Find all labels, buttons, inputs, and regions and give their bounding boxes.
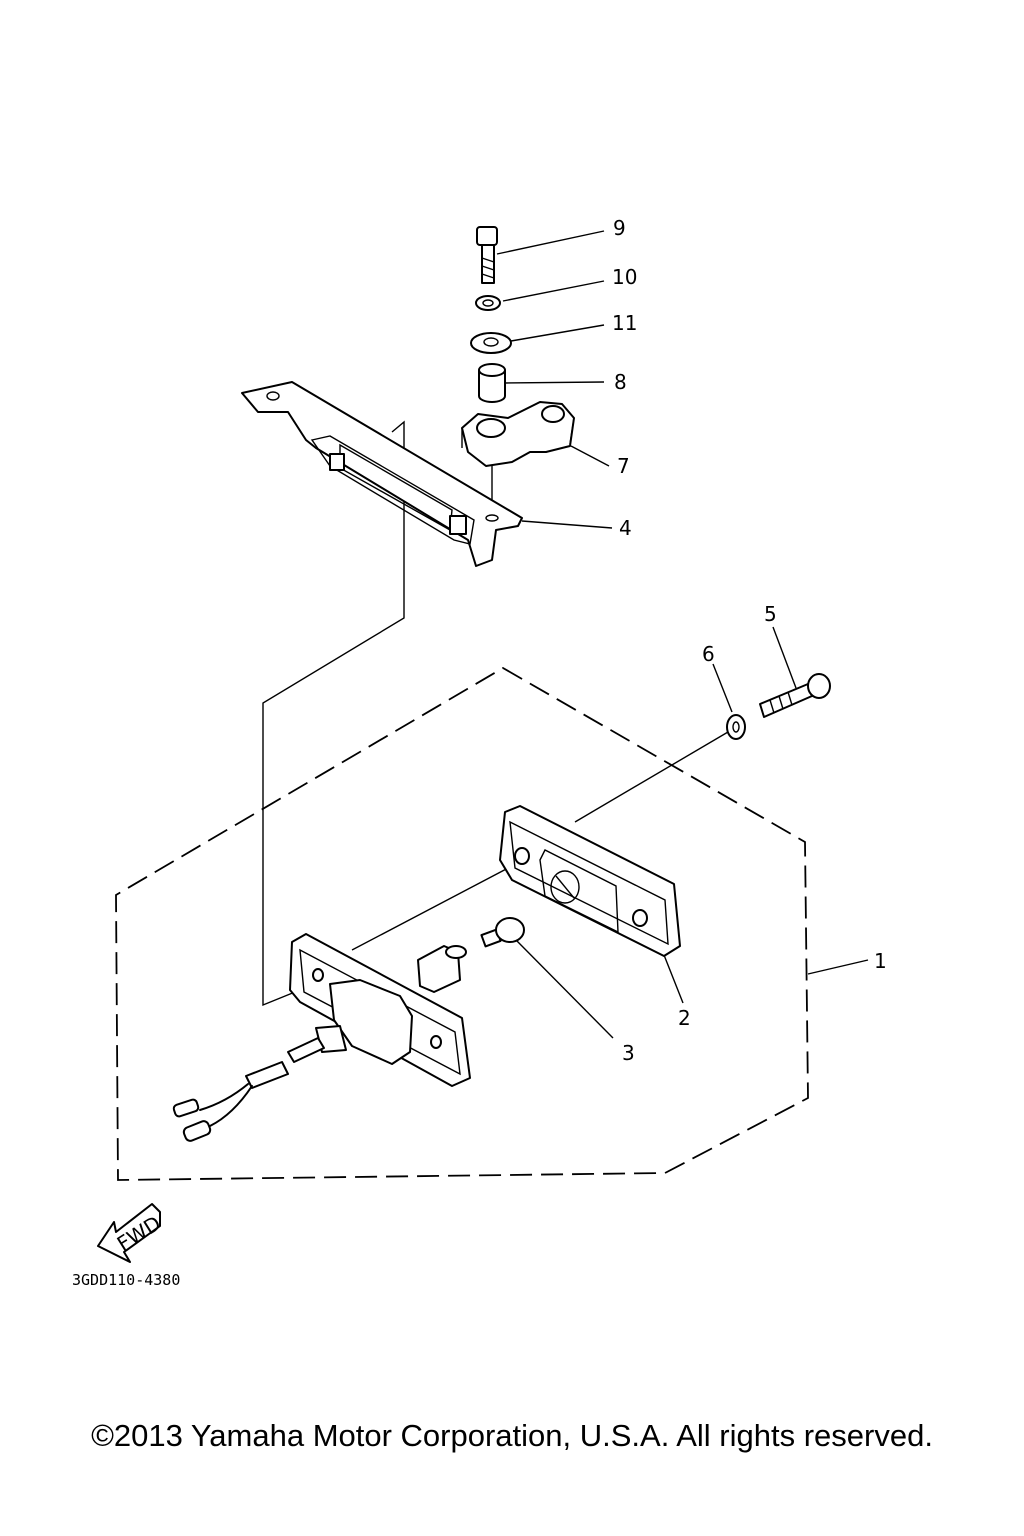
callout-7: 7 <box>617 454 630 478</box>
lamp-base[interactable] <box>289 933 471 1087</box>
callout-10: 10 <box>612 265 637 289</box>
screw-5[interactable] <box>759 673 831 718</box>
bracket-4[interactable] <box>241 381 523 567</box>
washer-11[interactable] <box>470 332 512 354</box>
guide-line-bracket <box>262 420 405 1007</box>
stay-7[interactable] <box>461 401 575 467</box>
callout-3: 3 <box>622 1041 635 1065</box>
callout-11: 11 <box>612 311 637 335</box>
guide-line-lens <box>574 731 729 823</box>
callout-6: 6 <box>702 642 715 666</box>
spring-washer-10[interactable] <box>475 295 501 311</box>
callout-8: 8 <box>614 370 627 394</box>
bulb-3[interactable] <box>480 917 525 948</box>
bolt-9[interactable] <box>476 226 498 284</box>
callout-4: 4 <box>619 516 632 540</box>
leader-lines <box>496 230 869 1039</box>
copyright-notice: ©2013 Yamaha Motor Corporation, U.S.A. A… <box>91 1418 933 1453</box>
lens-2[interactable] <box>499 805 681 957</box>
guide-line-screw <box>351 865 513 951</box>
fwd-arrow-icon: FWD <box>97 1203 165 1263</box>
callout-2: 2 <box>678 1006 691 1030</box>
drawing-code: 3GDD110-4380 <box>72 1271 180 1289</box>
callout-5: 5 <box>764 602 777 626</box>
callout-labels: 9 10 11 8 7 4 5 6 1 2 3 <box>612 216 887 1065</box>
assembly-boundary <box>115 666 809 1181</box>
callout-9: 9 <box>613 216 626 240</box>
wire-harness[interactable] <box>172 1037 325 1142</box>
callout-1: 1 <box>874 949 887 973</box>
collar-8[interactable] <box>478 363 506 403</box>
washer-6[interactable] <box>726 714 746 740</box>
